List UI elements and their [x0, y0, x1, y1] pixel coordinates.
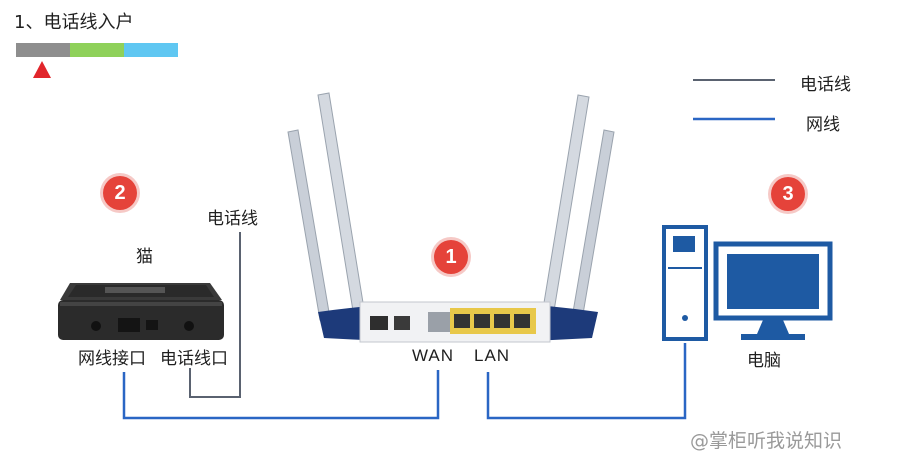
- modem-phone-port-label: 电话线口: [160, 349, 228, 369]
- watermark: @掌柜听我说知识: [690, 430, 843, 452]
- computer-label: 电脑: [747, 351, 781, 371]
- computer-number-badge: 3: [771, 177, 805, 211]
- router-antennas-icon: [287, 92, 615, 321]
- router-icon: [318, 301, 598, 343]
- router-number-badge: 1: [434, 240, 468, 274]
- modem-network-port-label: 网线接口: [78, 349, 146, 369]
- phone-line: [189, 232, 241, 398]
- computer-tower-icon: [662, 225, 708, 341]
- network-line-modem-to-wan: [122, 370, 440, 420]
- step-title: 1、电话线入户: [14, 12, 134, 33]
- modem-number-badge: 2: [103, 176, 137, 210]
- modem-icon: [58, 283, 224, 340]
- phone-wire-label: 电话线: [207, 209, 258, 229]
- network-line-lan-to-computer: [486, 343, 687, 420]
- step-segment-2: [70, 43, 124, 57]
- step-marker-icon: [33, 61, 51, 78]
- step-segment-1: [16, 43, 70, 57]
- computer-monitor-icon: [713, 241, 833, 340]
- step-progress-bar: [16, 43, 178, 78]
- router-wan-label: WAN: [412, 346, 455, 365]
- legend-label-phone-line: 电话线: [800, 75, 851, 95]
- router-lan-label: LAN: [474, 346, 511, 365]
- modem-label: 猫: [136, 247, 153, 267]
- legend-label-network-cable: 网线: [806, 115, 840, 135]
- step-segment-3: [124, 43, 178, 57]
